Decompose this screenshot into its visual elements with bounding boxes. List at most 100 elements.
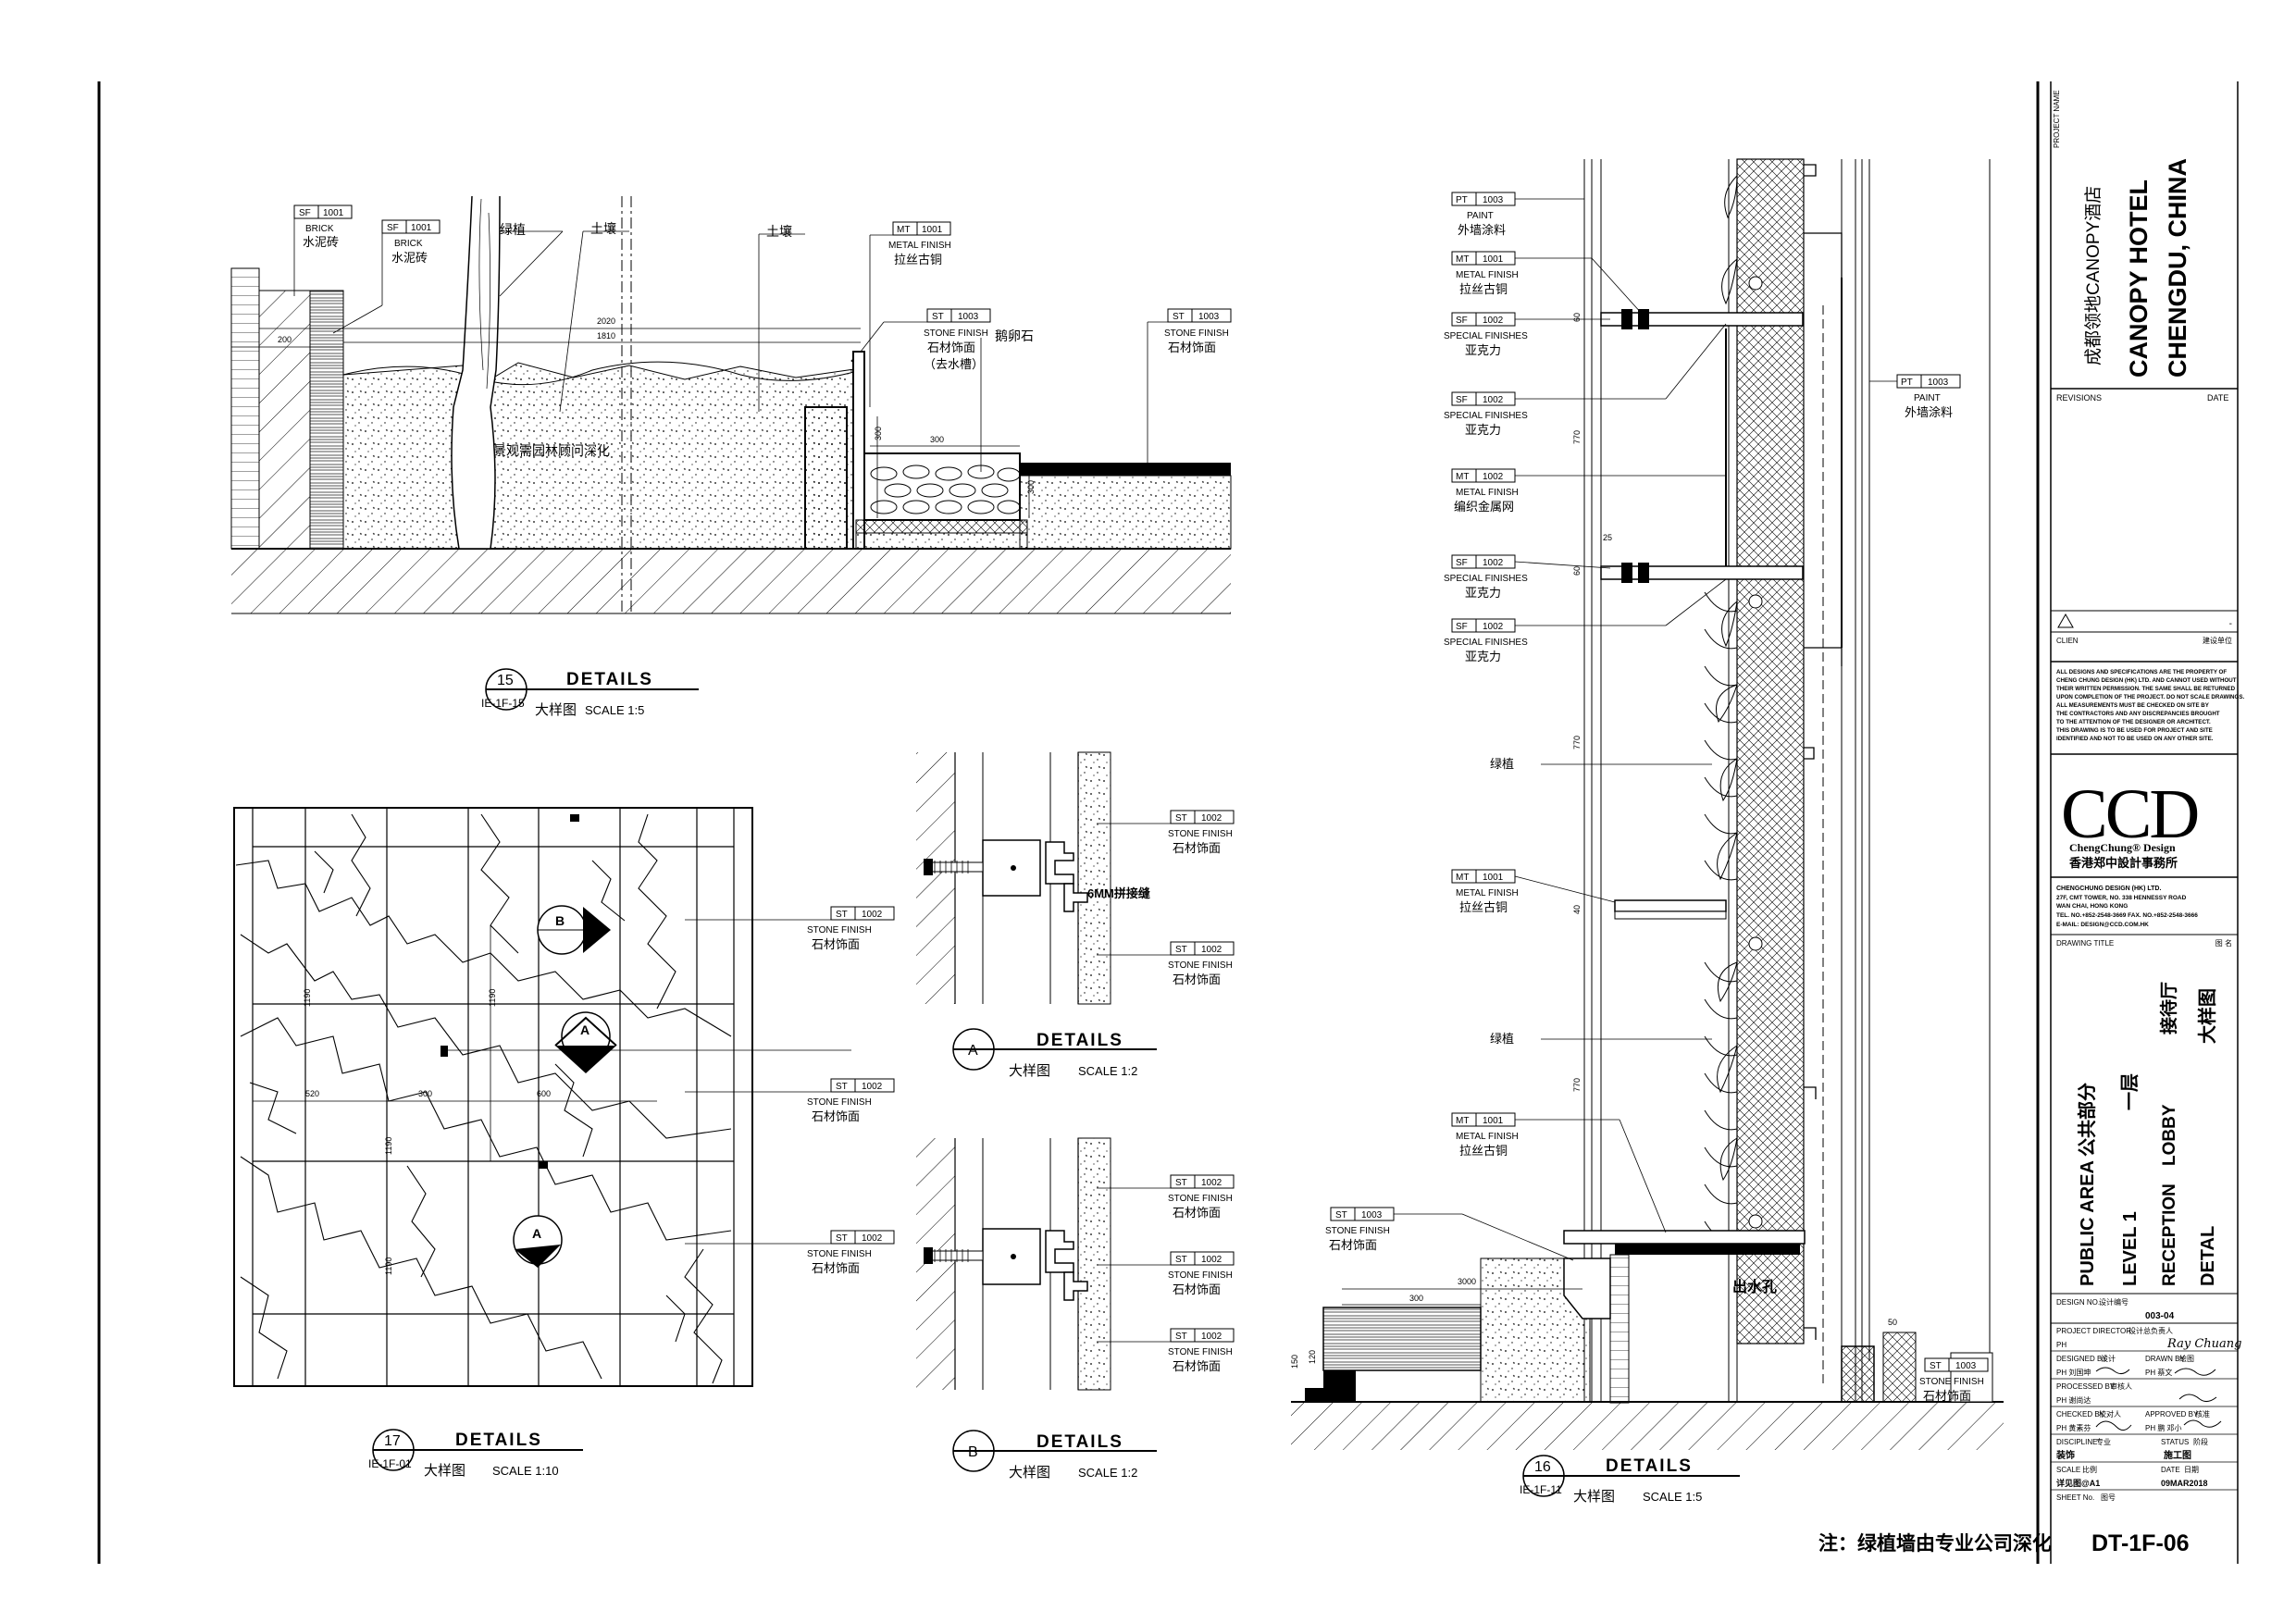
sheet-number: DT-1F-06 [2091,1530,2190,1556]
svg-text:METAL FINISH: METAL FINISH [1456,1132,1519,1142]
svg-text:校对人: 校对人 [2099,1409,2121,1419]
svg-text:STONE FINISH: STONE FINISH [1168,1347,1233,1357]
soil-label-2: 土壤 [766,224,792,239]
tag-st1002-bc: ST 1002 STONE FINISH 石材饰面 [1097,1328,1235,1373]
svg-text:1002: 1002 [1201,813,1222,824]
svg-text:公共部分: 公共部分 [2076,1083,2098,1157]
detail-a: 6MM拼接缝 ST 1002 STONE FINISH 石材饰面 ST 1002… [916,751,1235,1079]
svg-text:1003: 1003 [1928,378,1949,388]
svg-text:PH: PH [2056,1341,2066,1349]
svg-text:水泥砖: 水泥砖 [391,251,428,265]
svg-text:绘图: 绘图 [2179,1354,2194,1363]
marker-a-1: A [554,1011,617,1073]
svg-text:120: 120 [1308,1350,1317,1364]
svg-text:MT: MT [897,225,910,235]
svg-text:1003: 1003 [1955,1361,1977,1371]
svg-text:日期: 日期 [2184,1466,2199,1474]
svg-text:外墙涂料: 外墙涂料 [1905,405,1953,419]
svg-text:WAN CHAI, HONG KONG: WAN CHAI, HONG KONG [2056,903,2128,910]
tag-st1003-16b: ST 1003 STONE FINISH 石材饰面 [1919,1357,1989,1403]
dim-300b: 300 [874,427,883,440]
svg-text:石材饰面: 石材饰面 [1168,341,1216,354]
tag-mt1002-16b: MT 1002 METAL FINISH 编织金属网 [1451,468,1726,514]
svg-text:1190: 1190 [384,1137,393,1155]
svg-text:SF: SF [1456,622,1468,632]
svg-text:1001: 1001 [1483,873,1504,883]
svg-text:ChengChung® Design: ChengChung® Design [2069,841,2176,854]
tag-pt1003-16a: PT 1003 PAINT 外墙涂料 [1451,192,1584,237]
svg-text:专业: 专业 [2096,1437,2111,1446]
date-label: DATE [2207,393,2228,403]
svg-text:520: 520 [305,1089,319,1098]
svg-text:大样图: 大样图 [535,702,577,718]
title-reception: RECEPTION [2160,1183,2179,1286]
pebble-label: 鹅卵石 [995,328,1034,343]
client-label: CLIEN [2056,637,2079,645]
soil-label-1: 土壤 [590,221,616,236]
svg-text:STONE FINISH: STONE FINISH [807,925,872,935]
detail-16-title: 16 IE-1F-11 DETAILS 大样图 SCALE 1:5 [1520,1455,1740,1505]
dim-2020: 2020 [597,316,615,326]
svg-text:STATUS: STATUS [2161,1438,2189,1446]
svg-text:ST: ST [1175,945,1187,955]
svg-text:B: B [555,913,565,928]
svg-text:MT: MT [1456,873,1469,883]
svg-text:ALL DESIGNS AND SPECIFICATIONS: ALL DESIGNS AND SPECIFICATIONS ARE THE P… [2056,669,2227,675]
svg-text:DETAILS: DETAILS [566,670,653,689]
svg-text:STONE FINISH: STONE FINISH [807,1097,872,1108]
svg-text:香港郑中設計事務所: 香港郑中設計事務所 [2068,856,2178,870]
tag-sf1002-16b: SF 1002 SPECIAL FINISHES 亚克力 [1444,323,1727,437]
svg-text:MT: MT [1456,472,1469,482]
svg-text:SCALE 1:2: SCALE 1:2 [1078,1064,1137,1078]
svg-text:大样图: 大样图 [1009,1465,1050,1481]
svg-text:IE-1F-11: IE-1F-11 [1520,1483,1562,1496]
svg-text:1001: 1001 [922,225,943,235]
svg-text:SPECIAL FINISHES: SPECIAL FINISHES [1444,638,1528,648]
signature-approver [2183,1419,2222,1428]
svg-text:DATE: DATE [2161,1466,2180,1474]
svg-text:1003: 1003 [1361,1210,1383,1220]
svg-text:1002: 1002 [1483,558,1504,568]
svg-text:大样图: 大样图 [2196,988,2218,1044]
plant-label-16a: 绿植 [1490,757,1514,771]
svg-text:DETAILS: DETAILS [455,1431,542,1450]
svg-text:SF: SF [387,223,399,233]
tag-sf1001-brick-2: SF 1001 BRICK 水泥砖 [332,219,441,334]
tag-mt1001-metal: MT 1001 METAL FINISH 拉丝古铜 [869,221,951,407]
tag-st1002-ab: ST 1002 STONE FINISH 石材饰面 [1097,941,1235,986]
svg-text:17: 17 [384,1433,401,1449]
svg-text:设计: 设计 [2101,1354,2116,1363]
svg-text:STONE FINISH: STONE FINISH [1919,1377,1984,1387]
svg-text:亚克力: 亚克力 [1465,650,1501,663]
svg-text:E-MAIL: DESIGN@CCD.COM.HK: E-MAIL: DESIGN@CCD.COM.HK [2056,922,2149,928]
signature-director: Ray Chuang [2166,1337,2241,1351]
svg-text:STONE FINISH: STONE FINISH [1168,1270,1233,1281]
warning-icon [2057,613,2074,628]
svg-text:石材饰面: 石材饰面 [1173,973,1221,986]
svg-text:770: 770 [1572,1078,1582,1092]
svg-text:PT: PT [1901,378,1913,388]
svg-text:SF: SF [299,208,311,218]
svg-text:拉丝古铜: 拉丝古铜 [1459,282,1508,296]
svg-text:DETAILS: DETAILS [1606,1456,1693,1476]
project-cn: 成都领地CANOPY酒店 [2083,186,2104,365]
tag-st1003-stone-a: ST 1003 STONE FINISH 石材饰面 （去水槽） [860,308,991,371]
svg-text:设计编号: 设计编号 [2099,1297,2128,1307]
svg-text:150: 150 [1290,1355,1299,1369]
svg-text:PT: PT [1456,195,1468,205]
marker-b: B [537,814,611,955]
svg-text:STONE FINISH: STONE FINISH [1168,1194,1233,1204]
title-level: LEVEL 1 [2120,1211,2141,1286]
svg-text:亚克力: 亚克力 [1465,586,1501,600]
svg-text:60: 60 [1572,313,1582,322]
tag-st1002-ba: ST 1002 STONE FINISH 石材饰面 [1097,1174,1235,1220]
svg-text:SPECIAL FINISHES: SPECIAL FINISHES [1444,411,1528,421]
tag-mt1001-16c: MT 1001 METAL FINISH 拉丝古铜 [1451,869,1616,914]
detail-b-title: B DETAILS 大样图 SCALE 1:2 [952,1430,1157,1481]
svg-text:IE-1F-01: IE-1F-01 [368,1457,412,1470]
disclaimer: ALL DESIGNS AND SPECIFICATIONS ARE THE P… [2056,669,2244,742]
svg-text:60: 60 [1572,566,1582,576]
tag-st1002-17b: ST 1002 STONE FINISH 石材饰面 [685,1078,895,1123]
tag-mt1001-16d: MT 1001 METAL FINISH 拉丝古铜 [1451,1112,1667,1233]
svg-text:MT: MT [1456,1116,1469,1126]
